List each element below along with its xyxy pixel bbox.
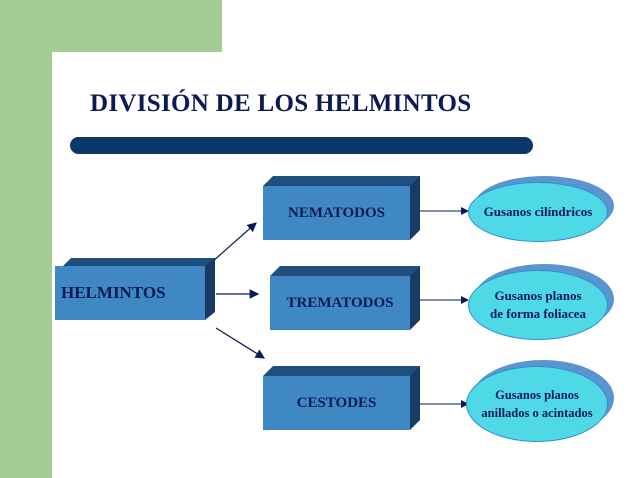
description-text-trematodos: Gusanos planos de forma foliacea xyxy=(468,270,608,340)
description-oval-nematodos: Gusanos cilíndricos xyxy=(468,176,614,242)
description-oval-trematodos: Gusanos planos de forma foliacea xyxy=(468,264,614,340)
group-node-nematodos: NEMATODOS xyxy=(263,176,420,240)
slide-title: DIVISIÓN DE LOS HELMINTOS xyxy=(90,90,472,117)
description-text-nematodos: Gusanos cilíndricos xyxy=(468,182,608,242)
arrow-to-cestodes xyxy=(215,327,266,359)
group-label-trematodos: TREMATODOS xyxy=(270,276,410,330)
corner-decoration-left xyxy=(0,0,52,478)
group-label-cestodes: CESTODES xyxy=(263,376,410,430)
arrow-to-nematodos xyxy=(211,222,257,263)
group-label-nematodos: NEMATODOS xyxy=(263,186,410,240)
root-label: HELMINTOS xyxy=(55,266,205,320)
title-underline-bar xyxy=(70,137,533,154)
description-text-cestodes: Gusanos planos anillados o acintados xyxy=(466,366,608,442)
group-node-cestodes: CESTODES xyxy=(263,366,420,430)
group-node-trematodos: TREMATODOS xyxy=(270,266,420,330)
description-oval-cestodes: Gusanos planos anillados o acintados xyxy=(466,360,614,442)
root-node: HELMINTOS xyxy=(55,258,215,320)
